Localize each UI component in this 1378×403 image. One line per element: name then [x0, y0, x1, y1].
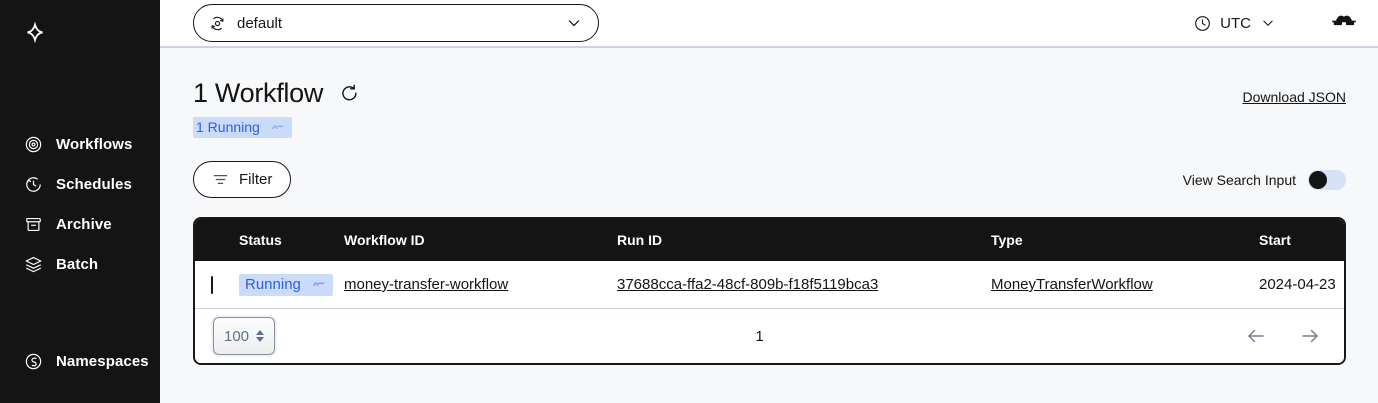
table-header-start[interactable]: Start — [1259, 232, 1291, 248]
table-head: Status Workflow ID Run ID Type Start — [195, 219, 1344, 261]
sunglasses-icon[interactable] — [1331, 14, 1357, 32]
row-status-badge[interactable]: Running — [239, 273, 333, 296]
top-bar: default UTC — [160, 0, 1378, 48]
archive-icon — [22, 213, 44, 235]
temporal-logo-icon[interactable] — [18, 16, 52, 50]
sidebar-item-label: Workflows — [56, 135, 133, 153]
row-run-id-cell: 37688cca-ffa2-48cf-809b-f18f5119bca3 — [617, 261, 991, 308]
workflows-table: Status Workflow ID Run ID Type Start — [195, 219, 1344, 308]
sidebar-item-workflows[interactable]: Workflows — [0, 124, 160, 164]
view-search-input-toggle[interactable] — [1308, 169, 1346, 190]
table-header-select-all — [195, 219, 239, 261]
table-header-row: Status Workflow ID Run ID Type Start — [195, 219, 1344, 261]
running-indicator-icon — [313, 279, 325, 289]
filter-button[interactable]: Filter — [193, 161, 292, 198]
chevron-down-icon — [564, 13, 584, 33]
download-json-link[interactable]: Download JSON — [1242, 89, 1347, 105]
page-number: 1 — [755, 327, 764, 345]
table-header-run-id[interactable]: Run ID — [617, 232, 663, 248]
timezone-select[interactable]: UTC — [1193, 14, 1277, 33]
status-badge-row: 1 Running — [193, 117, 1346, 138]
previous-page-button[interactable] — [1244, 324, 1268, 348]
sidebar-item-label: Archive — [56, 215, 112, 233]
pager-controls — [1244, 324, 1322, 348]
batch-icon — [22, 253, 44, 275]
row-select-cell — [195, 261, 239, 308]
row-workflow-id-cell: money-transfer-workflow — [344, 261, 617, 308]
table-pagination: 100 1 — [195, 308, 1344, 363]
workflows-table-card: Status Workflow ID Run ID Type Start — [193, 217, 1346, 365]
next-page-button[interactable] — [1298, 324, 1322, 348]
view-search-input-control: View Search Input — [1182, 169, 1346, 190]
table-header-workflow-id[interactable]: Workflow ID — [344, 232, 425, 248]
sidebar-nav: Workflows Schedules — [0, 124, 160, 381]
row-checkbox[interactable] — [211, 275, 213, 294]
namespace-select[interactable]: default — [193, 4, 599, 42]
page-size-select[interactable]: 100 — [213, 317, 275, 355]
toolbar: Filter View Search Input — [193, 161, 1346, 198]
namespaces-icon — [22, 350, 44, 372]
timezone-label: UTC — [1220, 14, 1251, 32]
start-time-text: 2024-04-23 — [1259, 276, 1336, 293]
sidebar-item-schedules[interactable]: Schedules — [0, 164, 160, 204]
page-title: 1 Workflow — [193, 78, 324, 108]
main-area: default UTC — [160, 0, 1378, 403]
page-size-value: 100 — [223, 327, 250, 345]
row-type-cell: MoneyTransferWorkflow — [991, 261, 1259, 308]
namespace-value: default — [237, 14, 283, 32]
chevron-down-icon — [1259, 14, 1277, 32]
workflow-type-link[interactable]: MoneyTransferWorkflow — [991, 276, 1153, 293]
table-body: Running money-transfer-workflow — [195, 261, 1344, 308]
table-header-type[interactable]: Type — [991, 232, 1023, 248]
workflows-icon — [22, 133, 44, 155]
sidebar-item-label: Namespaces — [56, 352, 149, 370]
toggle-knob — [1309, 170, 1327, 189]
filter-button-label: Filter — [239, 171, 273, 188]
sidebar-item-batch[interactable]: Batch — [0, 244, 160, 284]
table-header-status[interactable]: Status — [239, 232, 282, 248]
sidebar-item-namespaces[interactable]: Namespaces — [0, 341, 160, 381]
top-bar-right: UTC — [1193, 14, 1357, 33]
sidebar-gap — [0, 284, 160, 341]
run-id-link[interactable]: 37688cca-ffa2-48cf-809b-f18f5119bca3 — [617, 276, 879, 293]
running-indicator-icon — [271, 122, 284, 132]
table-row[interactable]: Running money-transfer-workflow — [195, 261, 1344, 308]
sidebar: Workflows Schedules — [0, 0, 160, 403]
clock-icon — [1193, 14, 1212, 33]
row-status-label: Running — [245, 275, 301, 293]
view-search-input-label: View Search Input — [1182, 171, 1296, 188]
filter-icon — [212, 171, 229, 188]
workflow-id-link[interactable]: money-transfer-workflow — [344, 276, 509, 293]
stepper-arrows-icon — [256, 330, 265, 342]
sidebar-item-archive[interactable]: Archive — [0, 204, 160, 244]
status-badge[interactable]: 1 Running — [193, 117, 292, 138]
status-badge-label: 1 Running — [196, 119, 260, 135]
schedules-icon — [22, 173, 44, 195]
row-status-cell: Running — [239, 261, 344, 308]
sidebar-item-label: Batch — [56, 255, 99, 273]
sidebar-item-label: Schedules — [56, 175, 132, 193]
refresh-icon[interactable] — [339, 83, 360, 104]
page-header: 1 Workflow Download JSON — [193, 48, 1346, 109]
content: 1 Workflow Download JSON 1 Running — [160, 48, 1378, 365]
row-start-cell: 2024-04-23 — [1259, 261, 1344, 308]
namespace-icon — [208, 14, 227, 33]
